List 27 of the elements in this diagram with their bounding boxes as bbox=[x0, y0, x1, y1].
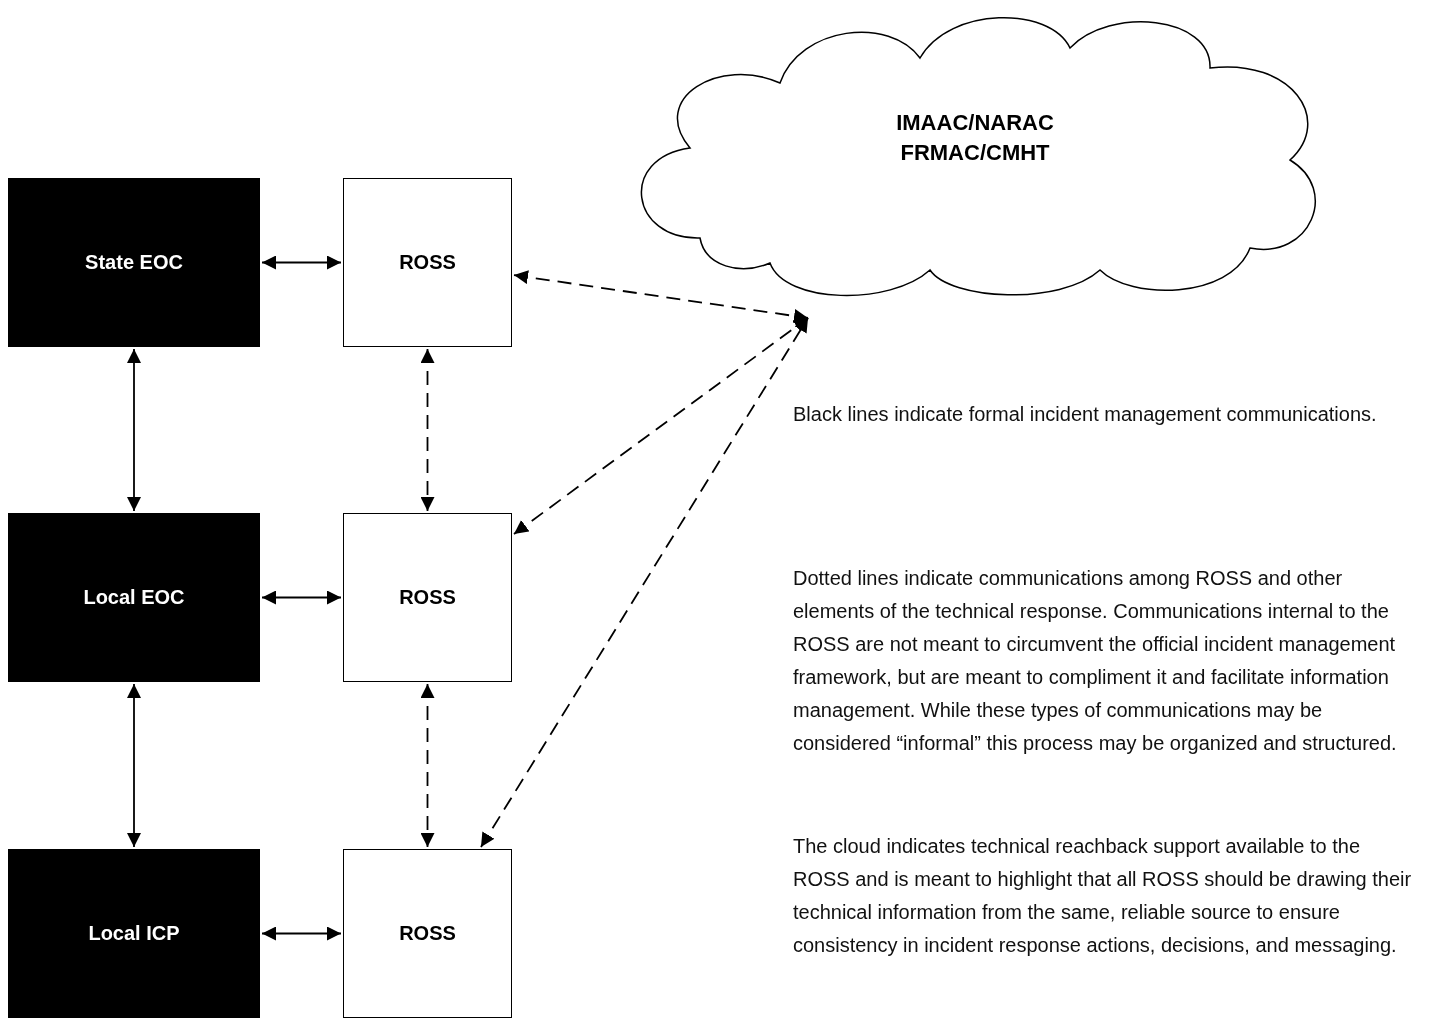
box-label: ROSS bbox=[399, 586, 456, 609]
ross-box bbox=[343, 178, 512, 347]
arrow bbox=[420, 683, 435, 848]
arrow bbox=[420, 348, 435, 512]
box-label: Local EOC bbox=[83, 586, 185, 609]
cloud-text: FRMAC/CMHT bbox=[900, 139, 1050, 167]
arrow bbox=[513, 317, 809, 535]
ross-box bbox=[343, 513, 512, 682]
organization-box bbox=[8, 849, 260, 1018]
arrow bbox=[513, 270, 809, 323]
ross-box bbox=[343, 849, 512, 1018]
arrow bbox=[261, 926, 342, 941]
box-label: State EOC bbox=[85, 251, 183, 274]
arrow bbox=[127, 683, 141, 848]
arrow bbox=[127, 348, 141, 512]
note-text: Dotted lines indicate communications among ROSS and other elements of the technical response. Communications internal to the ROSS are not meant to circumvent the official incident management framework, but are meant to compliment it and facilitate information management. While these types of communications may be considered “informal” this process may be organized and structured. bbox=[793, 566, 1398, 756]
box-label: ROSS bbox=[399, 922, 456, 945]
box-label: ROSS bbox=[399, 251, 456, 274]
note-text: Black lines indicate formal incident management communications. bbox=[793, 402, 1378, 427]
box-label: Local ICP bbox=[88, 922, 180, 945]
arrow bbox=[480, 317, 809, 848]
organization-box bbox=[8, 513, 260, 682]
arrow bbox=[261, 590, 342, 605]
note-text: The cloud indicates technical reachback support available to the ROSS and is meant to highlight that all ROSS should be drawing their technical information from the same, reliable source to ensure consistency in incident response actions, decisions, and messaging. bbox=[793, 834, 1413, 958]
cloud-text: IMAAC/NARAC bbox=[896, 109, 1054, 137]
organization-box bbox=[8, 178, 260, 347]
arrow bbox=[261, 255, 342, 270]
